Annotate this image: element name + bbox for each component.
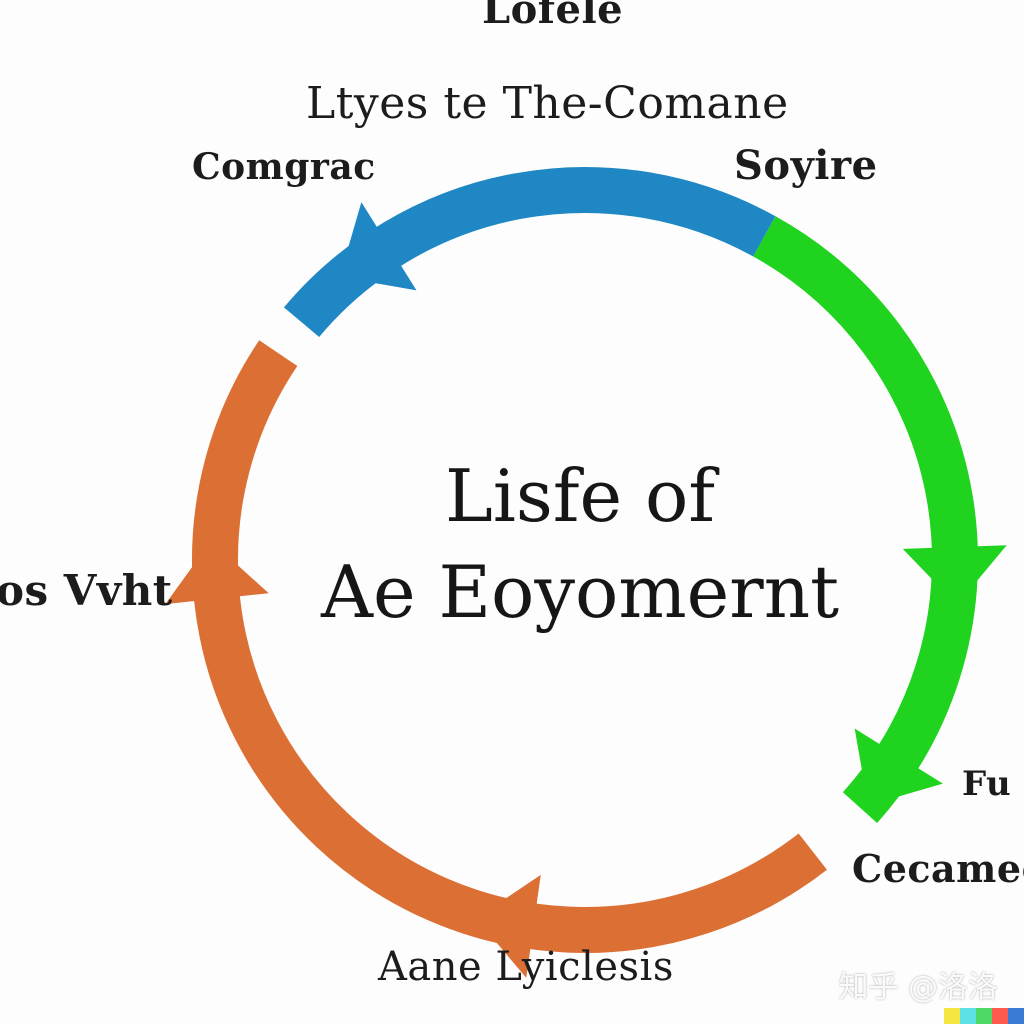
left-label: os Vvht (0, 566, 173, 615)
color-swatch-bar (944, 1008, 1024, 1024)
orange-arc-arrowhead-2 (165, 540, 269, 605)
upper-left-label: Comgrac (192, 146, 376, 188)
color-swatch-3 (976, 1008, 992, 1024)
top-partial-label: Lofele (482, 0, 624, 33)
blue-arc-arrowhead-1 (339, 202, 417, 291)
orange-arc (192, 340, 827, 953)
watermark: 知乎 @洛洛 (838, 970, 998, 1005)
bottom-label: Aane Lyiclesis (378, 944, 674, 990)
color-swatch-5 (1008, 1008, 1024, 1024)
center-title-line-1: Lisfe of (445, 454, 715, 538)
right-label-a: Fu (962, 764, 1012, 804)
right-label-b: Cecamec (852, 846, 1024, 891)
color-swatch-1 (944, 1008, 960, 1024)
green-arc-arrowhead-1 (902, 545, 1007, 606)
green-arc-arrowhead-2 (854, 728, 943, 806)
color-swatch-2 (960, 1008, 976, 1024)
top-heading-label: Ltyes te The-Comane (306, 78, 789, 129)
orange-arc-arrowhead-1 (476, 874, 541, 978)
center-title-line-2: Ae Eoyomernt (320, 550, 840, 634)
color-swatch-4 (992, 1008, 1008, 1024)
green-arc (753, 216, 978, 823)
upper-right-label: Soyire (734, 142, 878, 189)
